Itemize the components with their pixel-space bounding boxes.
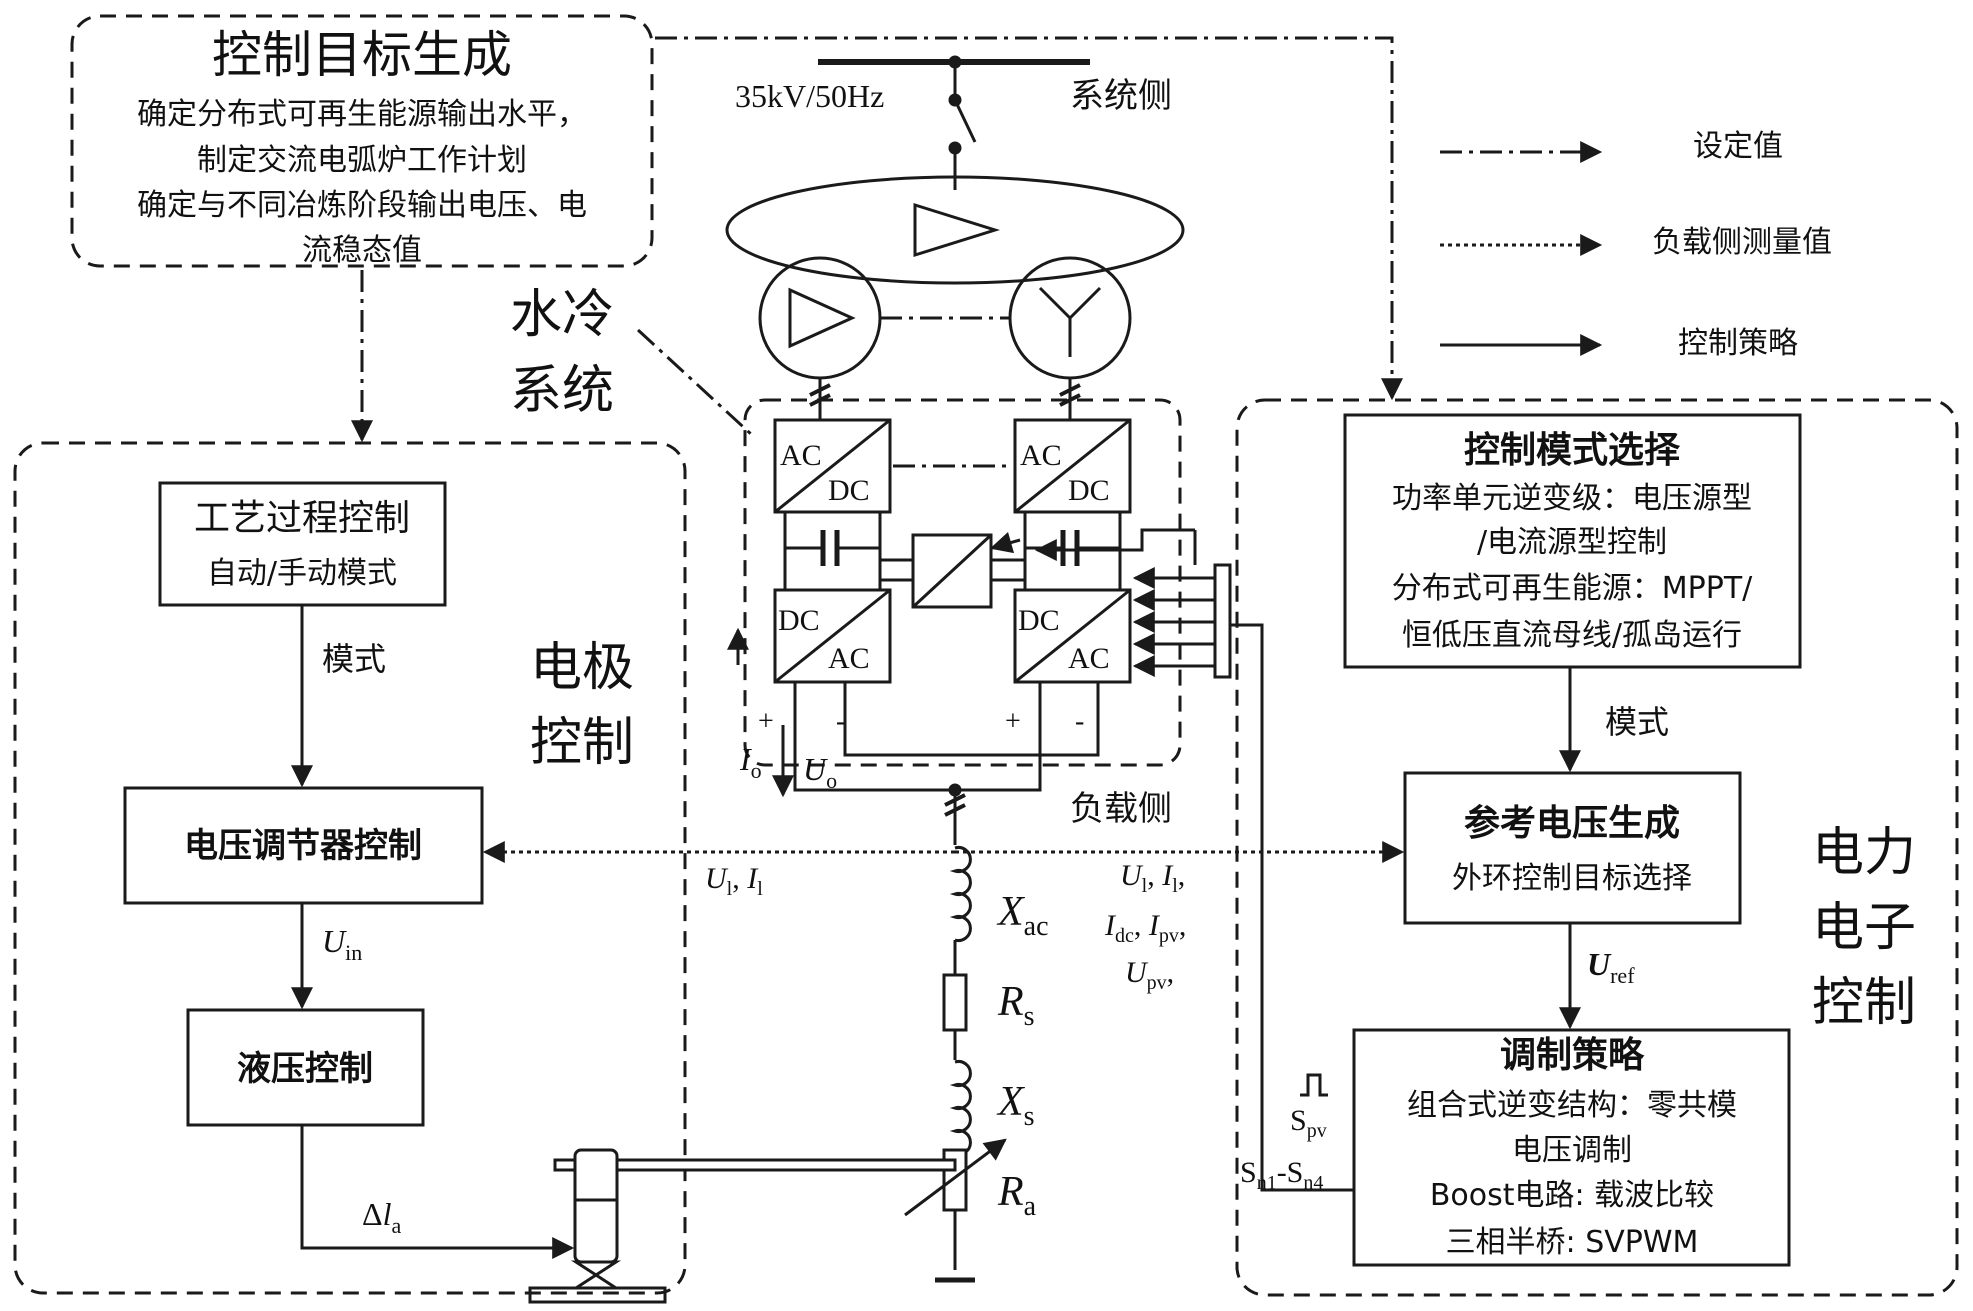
legend-strategy-text: 控制策略 (1678, 326, 1798, 361)
setpoint-to-power-arrow (655, 36, 1403, 401)
hydraulic-base (528, 1286, 667, 1304)
modulation-box (1352, 1028, 1791, 1267)
dcac-right-dc: DC (1018, 604, 1060, 637)
mod-title: 调制策略 (1500, 1035, 1645, 1076)
ref-title: 参考电压生成 (1464, 803, 1680, 844)
resistor-rs (942, 973, 968, 1032)
load-side-label: 负载侧 (1070, 789, 1172, 829)
mode-line-3: 分布式可再生能源：MPPT/ (1392, 571, 1753, 606)
ref-sub: 外环控制目标选择 (1452, 861, 1692, 896)
target-line-2: 制定交流电弧炉工作计划 (197, 143, 527, 178)
sn-label: Sn1-Sn4 (1240, 1156, 1323, 1194)
acdc-right-ac: AC (1020, 439, 1062, 472)
system-side-label: 系统侧 (1070, 76, 1172, 116)
acdc-left-ac: AC (780, 439, 822, 472)
mod-line-3: Boost电路: 载波比较 (1430, 1178, 1714, 1213)
io-label: Io (739, 741, 762, 783)
electrode-area-frame (13, 441, 687, 1295)
transformer-primary (725, 175, 1185, 285)
spv-label: Spv (1290, 1104, 1327, 1142)
upv: Upv, (1125, 956, 1174, 994)
dcac-right (1013, 588, 1132, 684)
power-mode-label: 模式 (1605, 703, 1669, 741)
xs-label: Xs (996, 1079, 1035, 1132)
mode-line-2: /电流源型控制 (1477, 525, 1667, 560)
ra-label: Ra (997, 1169, 1037, 1222)
target-block-frame (70, 14, 654, 268)
uref-label: Uref (1587, 946, 1635, 988)
legend-measured-text: 负载侧测量值 (1652, 225, 1832, 260)
uo-label: Uo (803, 751, 837, 793)
dcac-left-dc: DC (778, 604, 820, 637)
gate-signal-bus (1213, 563, 1232, 679)
process-title: 工艺过程控制 (194, 498, 410, 539)
right-plus: + (1005, 706, 1021, 737)
inductor-xac (949, 846, 972, 942)
dcac-right-ac: AC (1068, 642, 1110, 675)
grid-voltage: 35kV/50Hz (735, 78, 884, 114)
electrode-area-label-2: 控制 (530, 713, 634, 773)
dcac-left (773, 588, 892, 684)
legend-setpoint-text: 设定值 (1693, 129, 1783, 164)
right-minus: - (1075, 706, 1084, 737)
cooling-to-converter-line (636, 328, 754, 437)
target-line-1: 确定分布式可再生能源输出水平， (137, 97, 587, 132)
acdc-right-dc: DC (1068, 474, 1110, 507)
rs-label: Rs (997, 979, 1035, 1032)
left-minus: - (836, 706, 845, 737)
mod-line-4: 三相半桥: SVPWM (1446, 1225, 1699, 1260)
process-sub: 自动/手动模式 (207, 556, 397, 591)
hydraulic-valve (570, 1260, 622, 1277)
primary-delta-symbol (913, 202, 1001, 258)
secondary-left-winding (758, 256, 882, 380)
mod-line-2: 电压调制 (1512, 1133, 1632, 1168)
mod-line-1: 组合式逆变结构：零共模 (1407, 1088, 1737, 1123)
target-title: 控制目标生成 (212, 26, 512, 84)
power-area-label-1: 电力 (1812, 823, 1916, 883)
idc-ipv: Idc, Ipv, (1104, 909, 1186, 947)
converter-area-frame (743, 398, 1182, 767)
delta-la-label: Δla (362, 1196, 401, 1238)
mode-line-4: 恒低压直流母线/孤岛运行 (1402, 618, 1742, 653)
regulator-title: 电压调节器控制 (184, 826, 422, 866)
electrode-area-label-1: 电极 (530, 638, 634, 698)
left-plus: + (758, 706, 774, 737)
electrode-mode-label: 模式 (322, 640, 386, 678)
mode-title: 控制模式选择 (1464, 430, 1681, 471)
center-dcdc (911, 533, 993, 609)
ul-il-right: Ul, Il, (1120, 859, 1185, 897)
xac-label: Xac (996, 889, 1049, 942)
power-area-label-3: 控制 (1812, 973, 1916, 1033)
uin-label: Uin (322, 923, 362, 965)
power-area-frame (1235, 398, 1959, 1297)
hydraulic-title: 液压控制 (237, 1049, 373, 1089)
hydraulic-control-box (186, 1008, 425, 1127)
target-line-3: 确定与不同冶炼阶段输出电压、电 (137, 188, 587, 223)
target-line-4: 流稳态值 (302, 233, 422, 268)
acdc-left (773, 418, 892, 514)
mode-line-1: 功率单元逆变级：电压源型 (1392, 481, 1752, 516)
power-area-label-2: 电子 (1812, 898, 1916, 958)
cooling-label-1: 水冷 (510, 285, 614, 345)
cooling-label-2: 系统 (510, 361, 614, 421)
ul-il-left: Ul, Il (705, 862, 763, 900)
electrode-arm (553, 1158, 957, 1172)
dcac-left-ac: AC (828, 642, 870, 675)
acdc-right (1013, 418, 1132, 514)
control-mode-box (1343, 413, 1802, 669)
reference-voltage-box (1403, 771, 1742, 925)
inductor-xs (949, 1060, 972, 1156)
acdc-left-dc: DC (828, 474, 870, 507)
grid-breaker (953, 99, 977, 143)
hydraulic-cylinder (573, 1148, 619, 1264)
pulse-symbol (1300, 1073, 1328, 1097)
